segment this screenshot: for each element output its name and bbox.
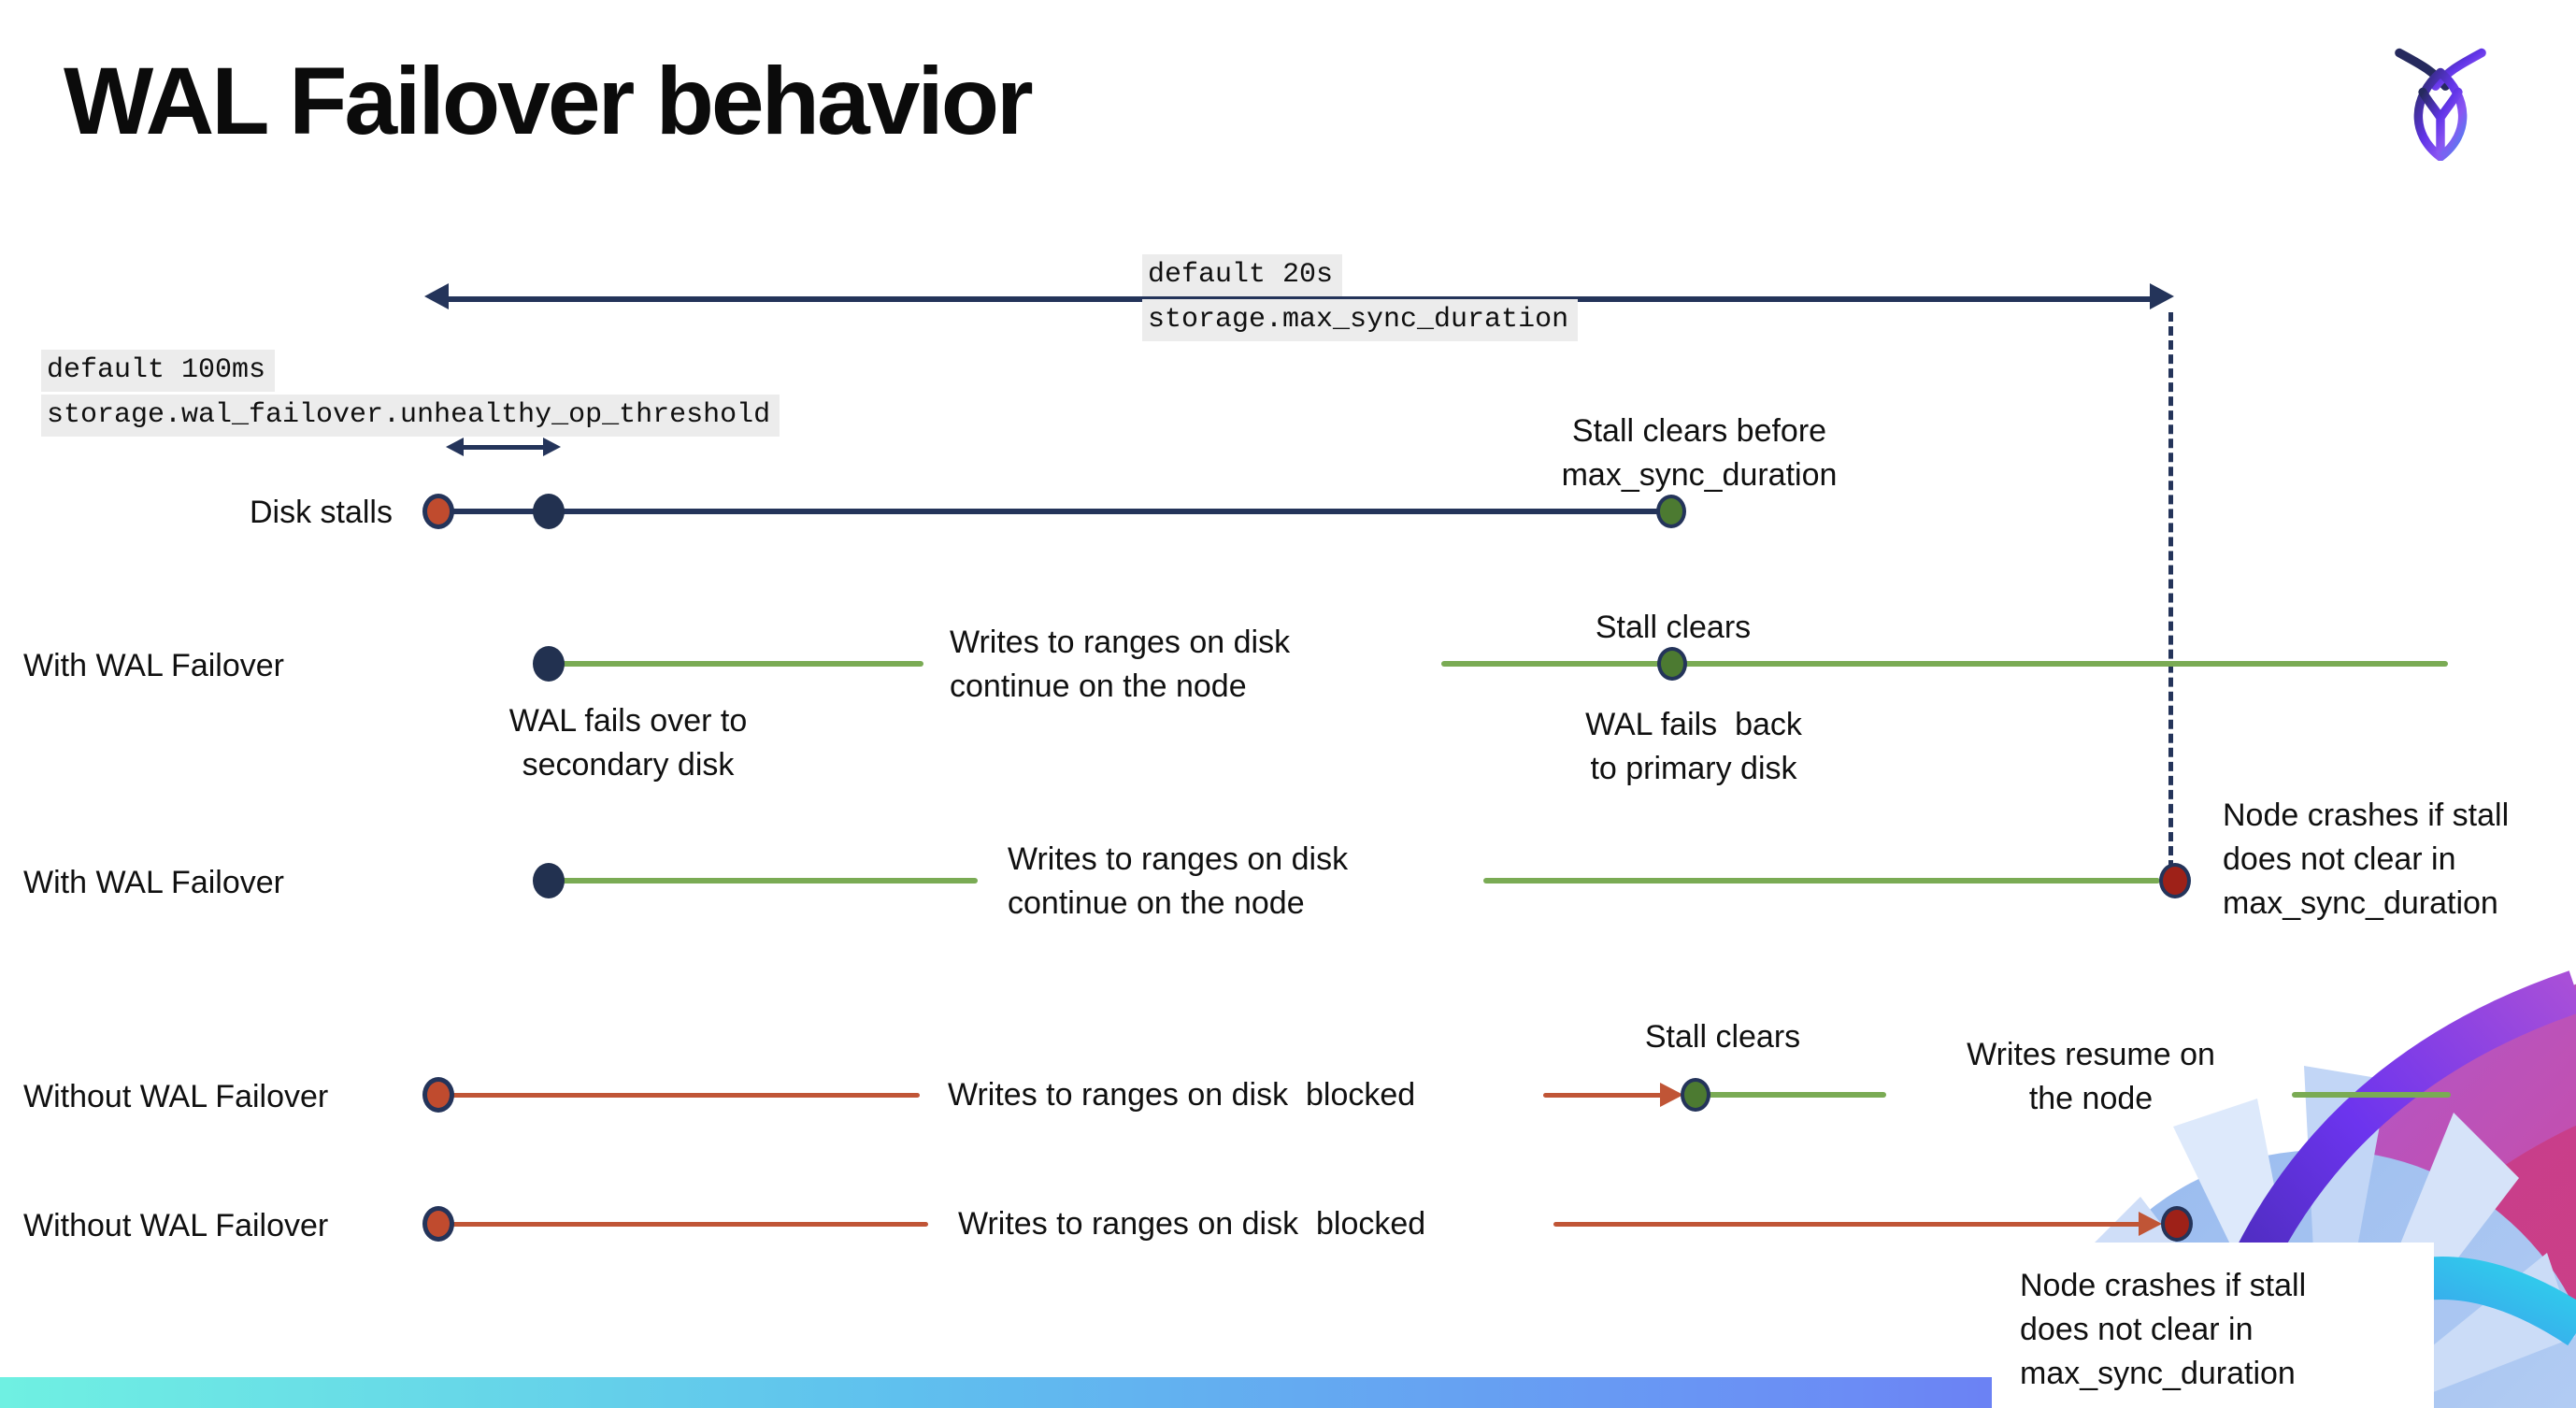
writes-blocked-line-a-row4 xyxy=(441,1093,920,1098)
max-sync-default-value: default 20s xyxy=(1142,254,1343,296)
threshold-reached-dot xyxy=(533,494,565,529)
stall-clears-dot-row1 xyxy=(1656,495,1686,528)
writes-blocked-line-a-row5 xyxy=(441,1222,928,1227)
threshold-span-line xyxy=(458,445,548,450)
row-label-without-wal-failover-1: Without WAL Failover xyxy=(23,1079,329,1114)
writes-continue-line-a-row3 xyxy=(551,878,978,884)
arrow-right-icon xyxy=(2150,283,2174,309)
row-label-disk-stalls: Disk stalls xyxy=(249,495,393,530)
writes-resume-note: Writes resume on the node xyxy=(1967,1037,2215,1116)
max-sync-duration-label: default 20s storage.max_sync_duration xyxy=(1142,254,1579,344)
node-crash-note-row3: Node crashes if stall does not clear in … xyxy=(2223,797,2510,921)
disk-stall-start-dot xyxy=(422,494,454,529)
threshold-arrow-left-icon xyxy=(446,438,464,456)
stall-clears-dot-row2 xyxy=(1657,647,1687,681)
failover-dot-row2 xyxy=(533,646,565,682)
node-crash-note-row5: Node crashes if stall does not clear in … xyxy=(2020,1268,2307,1391)
writes-blocked-note-row5: Writes to ranges on disk blocked xyxy=(958,1206,1426,1242)
writes-resume-line-b-row4 xyxy=(2292,1092,2451,1098)
writes-continue-line-b-row2 xyxy=(1441,661,2448,667)
stall-clears-note-row4: Stall clears xyxy=(1644,1019,1801,1055)
writes-blocked-line-b-row5 xyxy=(1553,1222,2140,1227)
cockroachdb-logo-icon xyxy=(2395,48,2486,161)
stall-clears-before-note: Stall clears before max_sync_duration xyxy=(1561,413,1838,493)
writes-blocked-note-row4: Writes to ranges on disk blocked xyxy=(948,1077,1416,1113)
writes-continue-line-b-row3 xyxy=(1483,878,2160,884)
stall-start-dot-row5 xyxy=(422,1206,454,1242)
writes-resume-line-a-row4 xyxy=(1696,1092,1886,1098)
writes-continue-note-row2: Writes to ranges on disk continue on the… xyxy=(950,625,1291,704)
unhealthy-op-threshold-label: default 100ms storage.wal_failover.unhea… xyxy=(41,350,780,439)
unhealthy-op-setting-name: storage.wal_failover.unhealthy_op_thresh… xyxy=(41,395,780,437)
failback-note: WAL fails back to primary disk xyxy=(1585,707,1802,786)
max-sync-deadline-dashed-line xyxy=(2168,312,2173,869)
node-crash-dot-row5 xyxy=(2161,1206,2193,1242)
stall-start-dot-row4 xyxy=(422,1077,454,1113)
failover-dot-row3 xyxy=(533,863,565,898)
writes-continue-line-a-row2 xyxy=(551,661,923,667)
node-crash-dot-row3 xyxy=(2159,863,2191,898)
disk-stalls-timeline xyxy=(438,509,1671,514)
arrow-left-icon xyxy=(424,283,449,309)
writes-blocked-line-b-row4 xyxy=(1543,1093,1665,1098)
row-label-with-wal-failover-2: With WAL Failover xyxy=(23,865,284,900)
blocked-arrowhead-row4 xyxy=(1660,1083,1683,1107)
page-title: WAL Failover behavior xyxy=(64,48,1034,154)
unhealthy-op-default-value: default 100ms xyxy=(41,350,276,392)
node-crash-callout: Node crashes if stall does not clear in … xyxy=(1992,1243,2434,1408)
row-label-with-wal-failover-1: With WAL Failover xyxy=(23,648,284,683)
max-sync-setting-name: storage.max_sync_duration xyxy=(1142,299,1579,341)
blocked-arrowhead-row5 xyxy=(2139,1212,2162,1236)
stall-clears-note-row2: Stall clears xyxy=(1595,610,1752,645)
writes-continue-note-row3: Writes to ranges on disk continue on the… xyxy=(1008,841,1349,921)
stall-clears-dot-row4 xyxy=(1681,1078,1710,1112)
failover-note: WAL fails over to secondary disk xyxy=(508,703,748,783)
threshold-arrow-right-icon xyxy=(543,438,561,456)
row-label-without-wal-failover-2: Without WAL Failover xyxy=(23,1208,329,1243)
